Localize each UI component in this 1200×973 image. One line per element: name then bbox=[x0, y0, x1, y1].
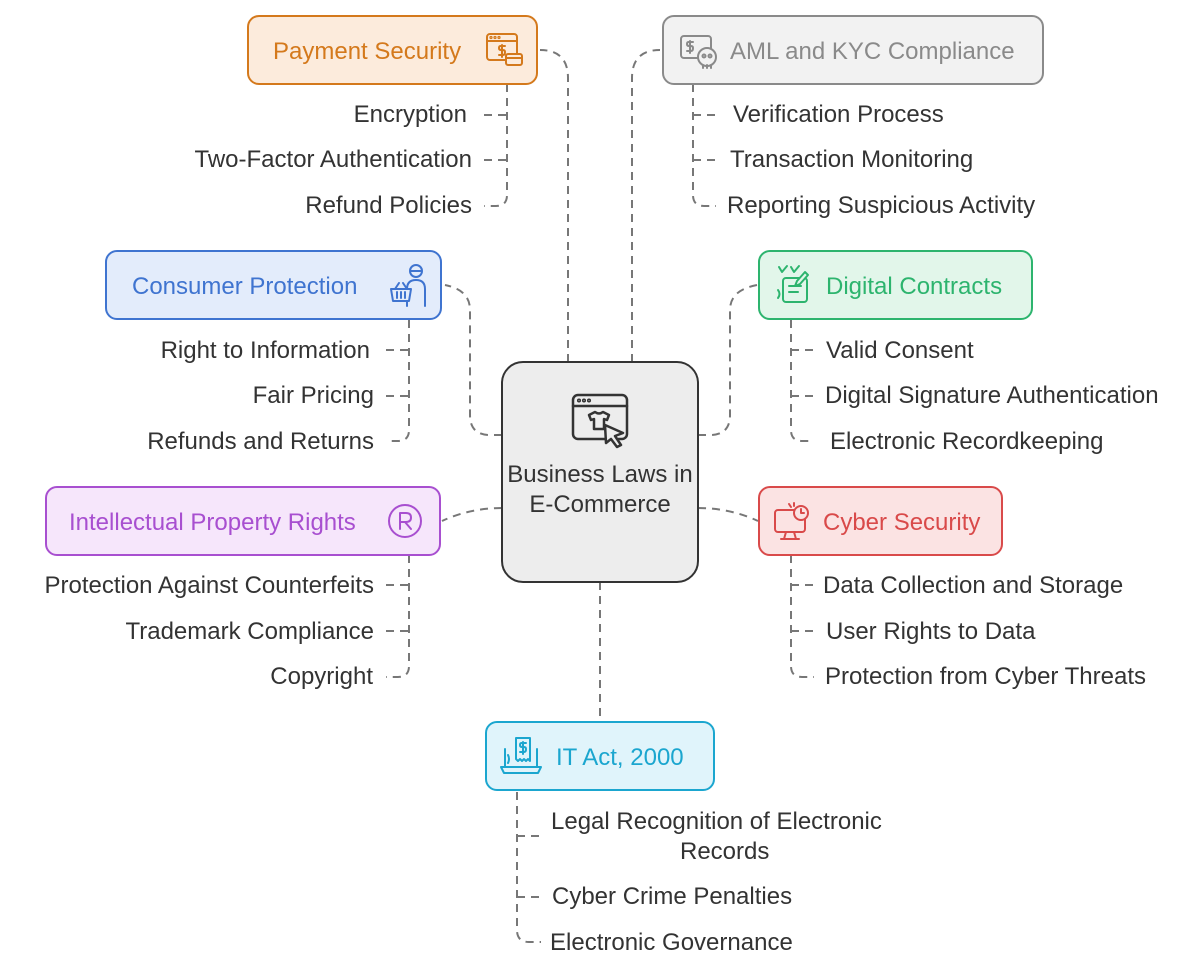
connector-aml-kyc bbox=[631, 49, 661, 362]
aml-kyc-node[interactable]: AML and KYC Compliance bbox=[662, 15, 1044, 85]
list-item: Electronic Governance bbox=[550, 929, 793, 956]
it-act-title: IT Act, 2000 bbox=[556, 744, 684, 771]
list-item: Cyber Crime Penalties bbox=[552, 883, 793, 910]
list-item: Electronic Recordkeeping bbox=[830, 428, 1104, 455]
connector-consumer-protection bbox=[444, 284, 502, 436]
list-item: Transaction Monitoring bbox=[730, 146, 974, 173]
registered-trademark-icon bbox=[388, 504, 422, 538]
list-item: Data Collection and Storage bbox=[823, 572, 1124, 599]
list-item: Copyright bbox=[270, 663, 373, 690]
connector-cyber-security bbox=[697, 507, 759, 522]
list-item: Trademark Compliance bbox=[125, 618, 374, 645]
center-title: Business Laws in E-Commerce bbox=[507, 461, 693, 518]
it-act-node[interactable]: IT Act, 2000 bbox=[485, 721, 715, 791]
digital-contracts-title: Digital Contracts bbox=[826, 273, 1003, 300]
laptop-receipt-icon bbox=[500, 737, 542, 774]
list-item: Digital Signature Authentication bbox=[825, 382, 1159, 409]
list-item: Right to Information bbox=[160, 337, 370, 364]
money-skull-icon bbox=[680, 35, 717, 69]
consumer-protection-node[interactable]: Consumer Protection bbox=[105, 250, 442, 320]
list-item: Encryption bbox=[353, 101, 467, 128]
digital-contracts-node[interactable]: Digital Contracts bbox=[758, 250, 1033, 320]
list-item: Reporting Suspicious Activity bbox=[727, 192, 1036, 219]
shopping-cursor-icon bbox=[571, 393, 629, 449]
list-item: Protection Against Counterfeits bbox=[44, 572, 374, 599]
intellectual-property-node[interactable]: Intellectual Property Rights bbox=[45, 486, 441, 556]
connector-payment-security bbox=[539, 49, 569, 362]
list-item: Two-Factor Authentication bbox=[194, 146, 472, 173]
cyber-security-node[interactable]: Cyber Security bbox=[758, 486, 1003, 556]
computer-search-icon bbox=[774, 502, 809, 540]
list-item: Records bbox=[680, 838, 770, 865]
connector-digital-contracts bbox=[698, 284, 758, 436]
center-node bbox=[501, 361, 699, 583]
list-item: Refunds and Returns bbox=[147, 428, 374, 455]
contract-signature-icon bbox=[777, 265, 809, 303]
list-item: Verification Process bbox=[733, 101, 944, 128]
cyber-security-title: Cyber Security bbox=[823, 509, 981, 536]
connector-intellectual-property bbox=[441, 507, 503, 522]
consumer-protection-title: Consumer Protection bbox=[132, 273, 358, 300]
list-item: Protection from Cyber Threats bbox=[825, 663, 1147, 690]
list-item: Valid Consent bbox=[826, 337, 974, 364]
payment-security-title: Payment Security bbox=[273, 38, 462, 65]
payment-card-icon bbox=[486, 33, 523, 66]
list-item: Legal Recognition of Electronic bbox=[551, 808, 882, 835]
intellectual-property-title: Intellectual Property Rights bbox=[69, 509, 356, 536]
payment-security-node[interactable]: Payment Security bbox=[247, 15, 538, 85]
list-item: User Rights to Data bbox=[826, 618, 1036, 645]
list-item: Refund Policies bbox=[305, 192, 472, 219]
aml-kyc-title: AML and KYC Compliance bbox=[730, 38, 1015, 65]
list-item: Fair Pricing bbox=[252, 382, 374, 409]
shopper-basket-icon bbox=[390, 264, 426, 307]
